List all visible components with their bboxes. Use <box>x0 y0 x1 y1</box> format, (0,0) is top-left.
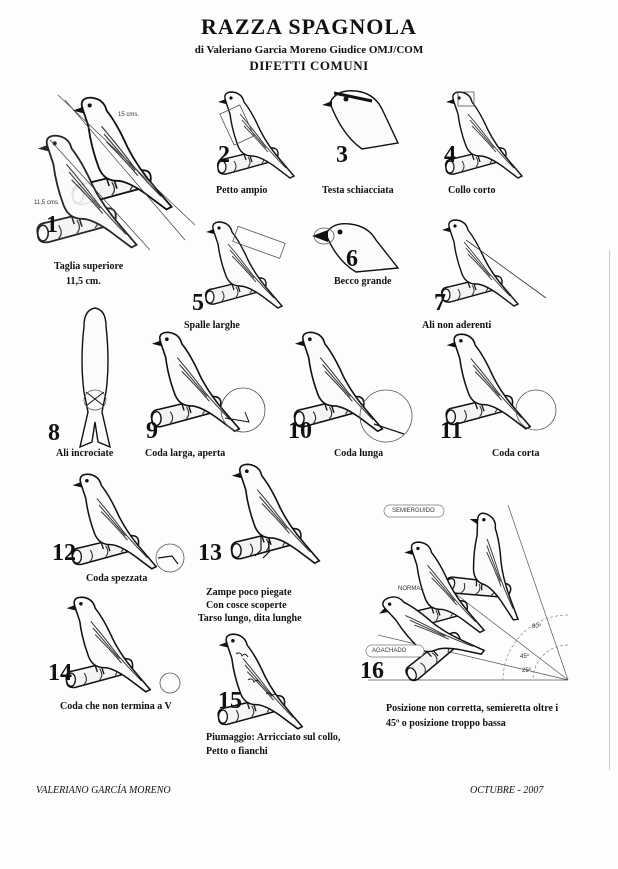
figure-caption: Coda lunga <box>334 448 384 459</box>
figure-caption: Ali incrociate <box>56 448 114 459</box>
figure-number: 15 <box>218 688 242 714</box>
section-title: DIFETTI COMUNI <box>249 58 369 73</box>
figure-number: 5 <box>192 290 204 316</box>
figure-number: 13 <box>198 540 222 566</box>
author-line: di Valeriano Garcia Moreno Giudice OMJ/C… <box>194 44 424 56</box>
figure-caption: Collo corto <box>448 185 496 196</box>
figure-3-bird <box>322 90 400 150</box>
figure-number: 8 <box>48 420 60 446</box>
figure-caption: Tarso lungo, dita lunghe <box>198 613 302 624</box>
figure-13-bird <box>230 463 321 565</box>
figure-caption: Petto ampio <box>216 185 268 196</box>
fig1-dimension-top: 15 cms. <box>118 112 140 118</box>
figure-caption: Piumaggio: Arricciato sul collo, <box>206 732 341 743</box>
figure-8-bird <box>79 307 111 449</box>
figure-14-bird <box>65 596 181 694</box>
figure-6-bird <box>312 223 400 273</box>
fig1-dimension-side: 11,5 cms. <box>34 200 60 206</box>
figure-number: 12 <box>52 540 76 566</box>
figure-caption: Coda corta <box>492 448 540 459</box>
page-title: RAZZA SPAGNOLA <box>201 14 417 39</box>
figure-number: 3 <box>336 142 348 168</box>
figure-number: 9 <box>146 418 158 444</box>
fig16-label-normal: NORMAL <box>398 586 424 592</box>
figure-caption: Coda larga, aperta <box>145 448 226 459</box>
figure-caption: Coda che non termina a V <box>60 701 172 712</box>
figure-caption: 45º o posizione troppo bassa <box>386 718 506 729</box>
figure-number: 1 <box>46 212 58 238</box>
figure-number: 10 <box>288 418 312 444</box>
fig16-angle-low: 25º <box>522 668 531 674</box>
figure-number: 6 <box>346 246 358 272</box>
figure-caption: Con cosce scoperte <box>206 600 287 611</box>
figure-caption: Zampe poco piegate <box>206 587 292 598</box>
figure-number: 7 <box>434 290 446 316</box>
figure-caption: Petto o fianchi <box>206 746 268 757</box>
figure-16-diagram <box>365 504 569 687</box>
figure-11-bird <box>445 333 557 431</box>
scan-edge-line <box>609 250 610 770</box>
figure-caption: Testa schiacciata <box>322 185 394 196</box>
figure-7-bird <box>440 219 547 307</box>
fig16-label-agachado: AGACHADO <box>372 648 407 654</box>
figure-caption: Ali non aderenti <box>422 320 492 331</box>
figure-2-bird <box>216 91 295 179</box>
figure-9-bird <box>150 331 266 433</box>
figure-caption: Taglia superiore <box>54 261 124 272</box>
fig16-angle-mid: 45º <box>520 654 529 660</box>
footer-date: OCTUBRE - 2007 <box>470 785 544 796</box>
figure-5-bird <box>204 221 286 309</box>
figure-number: 2 <box>218 142 230 168</box>
figure-caption: Becco grande <box>334 276 392 287</box>
figure-caption: Coda spezzata <box>86 573 148 584</box>
figure-caption: Spalle larghe <box>184 320 240 331</box>
figure-number: 14 <box>48 660 72 686</box>
figure-4-bird <box>444 91 523 179</box>
figure-15-bird <box>217 633 303 730</box>
figure-10-bird <box>293 331 413 443</box>
footer-author: VALERIANO GARCÍA MORENO <box>36 785 171 796</box>
figure-caption: 11,5 cm. <box>66 276 101 287</box>
figure-12-bird <box>71 473 185 573</box>
fig16-angle-high: 80º <box>532 624 541 630</box>
figure-caption: Posizione non corretta, semieretta oltre… <box>386 703 559 714</box>
figure-number: 11 <box>440 418 463 444</box>
figure-1-bird <box>36 94 196 251</box>
fig16-label-semi: SEMIERGUIDO <box>392 508 435 514</box>
figure-number: 16 <box>360 658 384 684</box>
figure-number: 4 <box>444 142 456 168</box>
